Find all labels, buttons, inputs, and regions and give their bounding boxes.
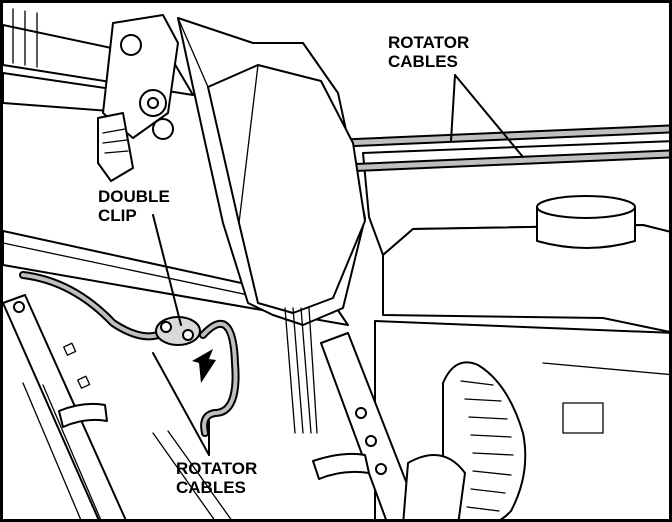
shield-housing (177, 17, 366, 326)
machine-line-drawing (3, 8, 669, 519)
leader-lines (152, 74, 524, 456)
pivot-bracket (97, 14, 179, 182)
rotator-cables-label-top: ROTATOR CABLES (388, 33, 470, 71)
rotator-cable-loop (19, 271, 240, 437)
tread-wheel (402, 361, 527, 519)
center-strap (312, 332, 422, 519)
rotator-cables-upper (338, 124, 669, 173)
lower-frame (22, 382, 232, 519)
left-strap (3, 294, 127, 519)
cable-bundle (284, 307, 318, 434)
double-clip-part (155, 316, 201, 346)
double-clip-label: DOUBLE CLIP (98, 187, 170, 225)
pointer-arrow (192, 349, 216, 383)
fuel-cap (536, 195, 636, 249)
rotator-cables-label-bottom: ROTATOR CABLES (176, 459, 258, 497)
